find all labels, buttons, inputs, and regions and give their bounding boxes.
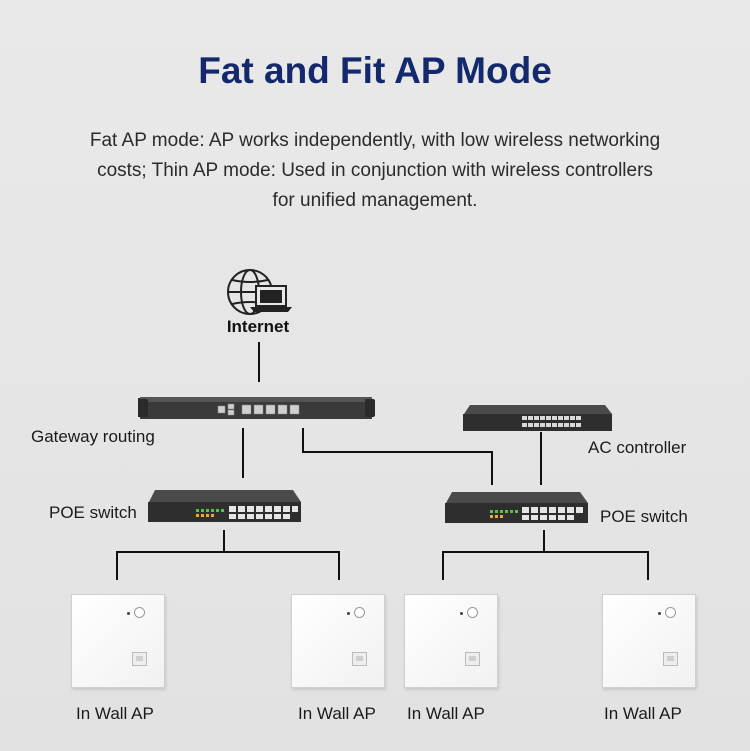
poe-switch-left-label: POE switch xyxy=(49,503,137,522)
connection-lines xyxy=(116,342,649,580)
in-wall-ap-icon xyxy=(291,594,385,688)
gateway-label: Gateway routing xyxy=(31,427,155,446)
poe-switch-icon xyxy=(445,492,588,523)
description-line: Fat AP mode: AP works independently, wit… xyxy=(89,130,661,151)
poe-switch-icon xyxy=(148,490,301,522)
page-title: Fat and Fit AP Mode xyxy=(198,50,552,91)
in-wall-ap-icon xyxy=(71,594,165,688)
poe-switch-right-label: POE switch xyxy=(600,507,688,526)
in-wall-ap-icon xyxy=(404,594,498,688)
ap-label: In Wall AP xyxy=(298,704,376,723)
ac-controller-label: AC controller xyxy=(588,438,687,457)
ap-label: In Wall AP xyxy=(604,704,682,723)
ap-label: In Wall AP xyxy=(76,704,154,723)
rack-switch-icon xyxy=(463,405,612,431)
in-wall-ap-icon xyxy=(602,594,696,688)
left-switch-branch xyxy=(116,551,340,580)
gateway-right-switch-link xyxy=(302,428,493,485)
description-line: costs; Thin AP mode: Used in conjunction… xyxy=(97,160,653,181)
ap-label: In Wall AP xyxy=(407,704,485,723)
globe-laptop-icon xyxy=(227,269,292,315)
description-line: for unified management. xyxy=(272,190,478,211)
description: Fat AP mode: AP works independently, wit… xyxy=(60,126,690,216)
internet-label: Internet xyxy=(226,317,290,336)
rack-router-icon xyxy=(138,397,375,419)
right-switch-branch xyxy=(442,551,649,580)
